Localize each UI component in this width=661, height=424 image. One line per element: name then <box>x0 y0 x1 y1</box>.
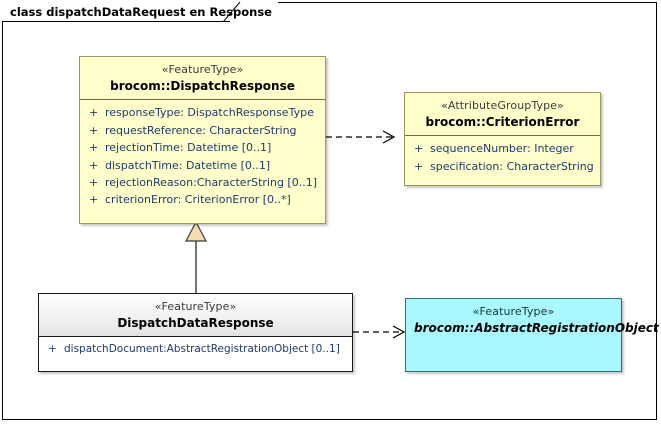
attribute-row: + rejectionReason:CharacterString [0..1] <box>86 174 319 191</box>
class-stereotype: «AttributeGroupType» <box>441 99 564 112</box>
attribute-row: + rejectionTime: Datetime [0..1] <box>86 139 319 156</box>
class-divider <box>39 336 352 338</box>
attribute-visibility: + <box>89 123 99 137</box>
attribute-text: specification: CharacterString <box>430 159 594 173</box>
attribute-visibility: + <box>89 193 99 207</box>
attribute-row: + specification: CharacterString <box>411 158 594 175</box>
attribute-list-dispatch-data-response: + dispatchDocument:AbstractRegistrationO… <box>39 337 352 364</box>
attribute-row: + responseType: DispatchResponseType <box>86 104 319 121</box>
attribute-visibility: + <box>48 343 57 356</box>
class-divider <box>80 99 325 101</box>
class-stereotype: «FeatureType» <box>161 63 244 76</box>
class-name: brocom::DispatchResponse <box>110 79 295 94</box>
class-divider <box>405 135 600 137</box>
attribute-text: rejectionReason:CharacterString [0..1] <box>105 175 317 189</box>
attribute-text: requestReference: CharacterString <box>105 123 297 137</box>
class-box-abstract-registration-object[interactable]: «FeatureType» brocom::AbstractRegistrati… <box>405 298 659 372</box>
diagram-frame-label: class dispatchDataRequest en Response <box>2 2 278 22</box>
class-box-dispatch-data-response[interactable]: «FeatureType» DispatchDataResponse + dis… <box>38 293 353 372</box>
attribute-row: + sequenceNumber: Integer <box>411 140 594 157</box>
attribute-row: + requestReference: CharacterString <box>86 122 319 139</box>
attribute-text: sequenceNumber: Integer <box>430 142 574 156</box>
class-box-dispatch-response[interactable]: «FeatureType» brocom::DispatchResponse +… <box>79 56 326 224</box>
attribute-text: responseType: DispatchResponseType <box>105 106 314 120</box>
class-name: DispatchDataResponse <box>117 316 274 331</box>
class-header-dispatch-data-response: «FeatureType» DispatchDataResponse <box>39 294 352 337</box>
class-name: brocom::AbstractRegistrationObject <box>414 321 659 336</box>
class-name: brocom::CriterionError <box>425 115 580 130</box>
attribute-visibility: + <box>89 141 99 155</box>
class-box-criterion-error[interactable]: «AttributeGroupType» brocom::CriterionEr… <box>404 92 601 186</box>
class-header-dispatch-response: «FeatureType» brocom::DispatchResponse <box>80 57 325 100</box>
attribute-text: dispatchDocument:AbstractRegistrationObj… <box>64 343 340 356</box>
attribute-list-dispatch-response: + responseType: DispatchResponseType + r… <box>80 100 325 213</box>
diagram-frame-label-underline <box>2 21 230 22</box>
attribute-row: + dispatchTime: Datetime [0..1] <box>86 157 319 174</box>
attribute-visibility: + <box>89 158 99 172</box>
class-stereotype: «FeatureType» <box>472 305 555 318</box>
attribute-visibility: + <box>414 142 424 156</box>
class-header-abstract-registration-object: «FeatureType» brocom::AbstractRegistrati… <box>406 299 659 341</box>
attribute-row: + dispatchDocument:AbstractRegistrationO… <box>45 341 346 358</box>
attribute-visibility: + <box>89 106 99 120</box>
attribute-visibility: + <box>414 159 424 173</box>
diagram-frame-label-slash <box>222 2 241 22</box>
attribute-text: dispatchTime: Datetime [0..1] <box>105 158 271 172</box>
attribute-visibility: + <box>89 175 99 189</box>
attribute-text: rejectionTime: Datetime [0..1] <box>105 141 272 155</box>
attribute-row: + criterionError: CriterionError [0..*] <box>86 191 319 208</box>
class-stereotype: «FeatureType» <box>154 300 237 313</box>
attribute-list-criterion-error: + sequenceNumber: Integer + specificatio… <box>405 136 600 180</box>
attribute-text: criterionError: CriterionError [0..*] <box>105 193 291 207</box>
class-header-criterion-error: «AttributeGroupType» brocom::CriterionEr… <box>405 93 600 136</box>
